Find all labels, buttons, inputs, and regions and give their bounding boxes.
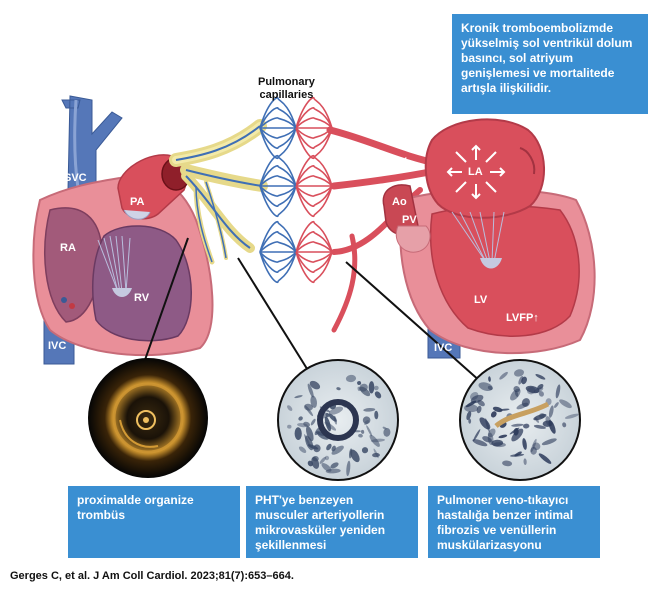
ao-label: Ao <box>392 196 407 208</box>
pv-upper-label: PV <box>392 156 407 168</box>
micrograph-oct <box>88 358 208 478</box>
info-box: Kronik tromboembolizmde yükselmiş sol ve… <box>452 14 648 114</box>
pulmonary-arteries <box>169 119 268 265</box>
ivc-right-label: IVC <box>434 342 453 354</box>
la-expansion-arrows <box>446 144 506 200</box>
tricuspid-chordae <box>97 235 131 293</box>
panel-thrombus: proximalde organize trombüs <box>68 486 240 558</box>
capillary-bed <box>259 220 333 284</box>
la-label: LA <box>468 166 483 178</box>
panel-arteriole-remodeling: PHT'ye benzeyen musculer arteriyollerin … <box>246 486 418 558</box>
capillary-bed <box>259 96 333 160</box>
rv-label: RV <box>134 292 150 304</box>
ra-chamber <box>44 207 103 323</box>
pv-lower-label: PV <box>402 214 417 226</box>
right-heart <box>32 95 214 365</box>
citation: Gerges C, et al. J Am Coll Cardiol. 2023… <box>10 570 294 582</box>
lvfp-label: LVFP↑ <box>506 312 539 324</box>
pulmonary-capillaries-line-1: Pulmonary <box>258 76 315 88</box>
pulmonary-capillaries-label: Pulmonary capillaries <box>258 76 315 102</box>
la-chamber <box>424 118 545 219</box>
ra-label: RA <box>60 242 76 254</box>
mitral-chordae <box>451 211 505 263</box>
capillary-beds <box>259 96 333 284</box>
svc-label: SVC <box>64 172 87 184</box>
panel-venule-fibrosis: Pulmoner veno-tıkayıcı hastalığa benzer … <box>428 486 600 558</box>
ivc-left-label: IVC <box>48 340 67 352</box>
lv-label: LV <box>474 294 488 306</box>
pa-label: PA <box>130 196 145 208</box>
micrograph-venule <box>459 359 581 481</box>
capillary-bed <box>259 154 333 218</box>
pulmonary-capillaries-line-2: capillaries <box>259 89 314 101</box>
rv-chamber <box>92 225 192 342</box>
left-heart <box>382 118 596 359</box>
micrograph-arteriole <box>277 359 399 481</box>
